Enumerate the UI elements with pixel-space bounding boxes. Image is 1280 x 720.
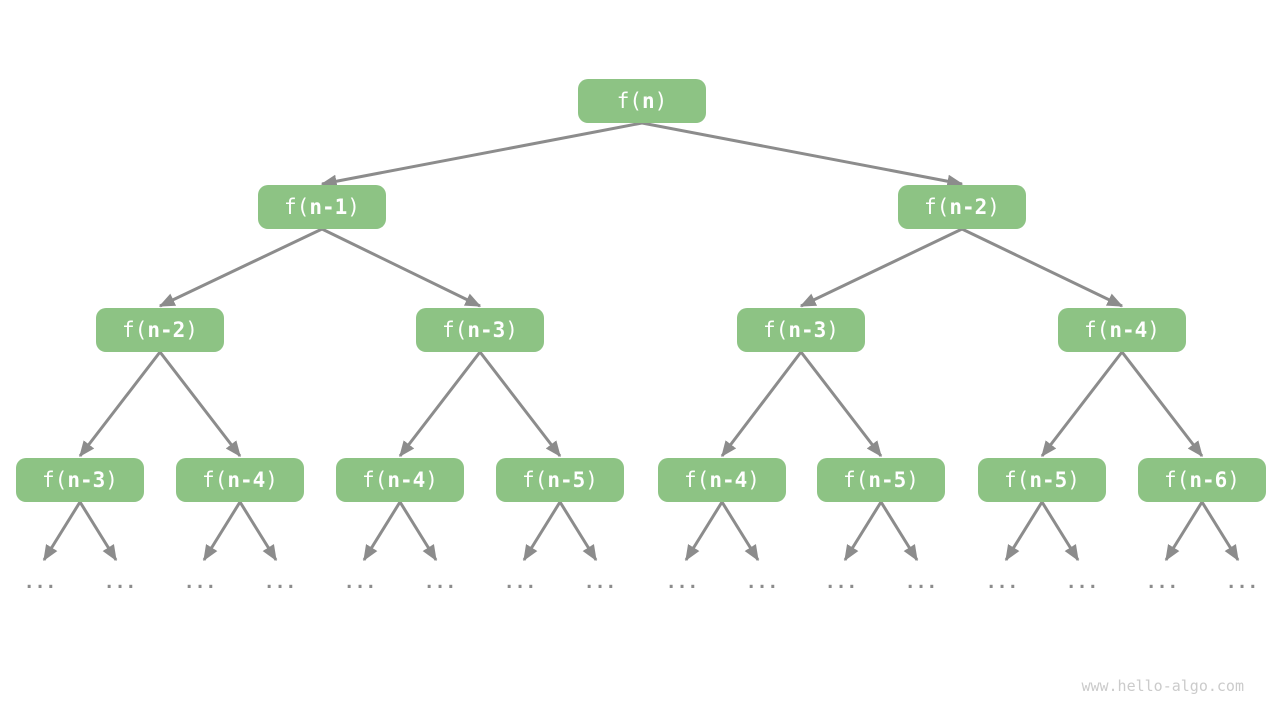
node-label: f(n-5) — [1004, 468, 1080, 492]
ellipsis-leaf: ... — [24, 572, 57, 593]
edge-arrow — [720, 501, 760, 562]
edge-arrow — [641, 121, 964, 188]
node-label: f(n) — [617, 89, 668, 113]
ellipsis-leaf: ... — [1226, 572, 1259, 593]
edge-arrow — [478, 351, 562, 458]
edge-arrow — [684, 501, 724, 562]
edge-arrow — [558, 501, 598, 562]
edge-arrow — [78, 351, 162, 458]
tree-node: f(n-5) — [817, 458, 945, 502]
node-box — [176, 458, 304, 502]
node-box — [1138, 458, 1266, 502]
tree-node: f(n-3) — [737, 308, 865, 352]
edge-arrow — [879, 501, 919, 562]
tree-node: f(n-4) — [336, 458, 464, 502]
tree-node: f(n-6) — [1138, 458, 1266, 502]
edge-arrow — [158, 227, 323, 308]
ellipsis-leaf: ... — [184, 572, 217, 593]
tree-node: f(n-2) — [96, 308, 224, 352]
tree-node: f(n-4) — [658, 458, 786, 502]
node-box — [496, 458, 624, 502]
node-label: f(n-4) — [684, 468, 760, 492]
tree-node: f(n-4) — [176, 458, 304, 502]
tree-node: f(n-3) — [416, 308, 544, 352]
tree-node: f(n-1) — [258, 185, 386, 229]
node-box — [416, 308, 544, 352]
edge-arrow — [843, 501, 883, 562]
tree-node: f(n-3) — [16, 458, 144, 502]
edge-arrow — [1040, 501, 1080, 562]
ellipsis-leaf: ... — [344, 572, 377, 593]
edge-arrow — [398, 501, 438, 562]
node-box — [96, 308, 224, 352]
node-label: f(n-3) — [763, 318, 839, 342]
watermark-text: www.hello-algo.com — [1081, 677, 1244, 695]
tree-node: f(n-5) — [496, 458, 624, 502]
edge-arrow — [799, 227, 963, 308]
edge-arrow — [1164, 501, 1204, 562]
ellipsis-leaf: ... — [666, 572, 699, 593]
ellipsis-leaf: ... — [1146, 572, 1179, 593]
node-label: f(n-2) — [122, 318, 198, 342]
node-label: f(n-4) — [362, 468, 438, 492]
edge-arrow — [78, 501, 118, 562]
tree-edges — [78, 121, 1204, 458]
edge-arrow — [720, 351, 803, 458]
edge-arrow — [42, 501, 82, 562]
tree-node: f(n-5) — [978, 458, 1106, 502]
node-box — [658, 458, 786, 502]
ellipsis-leaf: ... — [504, 572, 537, 593]
node-label: f(n-2) — [924, 195, 1000, 219]
edge-arrow — [398, 351, 482, 458]
node-label: f(n-1) — [284, 195, 360, 219]
tree-node: f(n-4) — [1058, 308, 1186, 352]
node-box — [336, 458, 464, 502]
node-box — [1058, 308, 1186, 352]
edge-arrow — [158, 351, 242, 458]
ellipsis-leaves: ... ... ... ... ... ... ... ... ... ... … — [24, 572, 1259, 593]
edge-arrow — [1004, 501, 1044, 562]
edge-arrow — [799, 351, 883, 458]
node-box — [737, 308, 865, 352]
edge-arrow — [320, 121, 643, 188]
node-box — [978, 458, 1106, 502]
edge-arrow — [1040, 351, 1124, 458]
ellipsis-leaf: ... — [424, 572, 457, 593]
ellipsis-leaf: ... — [986, 572, 1019, 593]
edge-arrow — [1200, 501, 1240, 562]
edge-arrow — [522, 501, 562, 562]
node-box — [898, 185, 1026, 229]
node-label: f(n-5) — [843, 468, 919, 492]
edge-arrow — [362, 501, 402, 562]
edge-arrow — [321, 227, 482, 308]
edge-arrow — [1120, 351, 1204, 458]
node-label: f(n-4) — [202, 468, 278, 492]
node-box — [817, 458, 945, 502]
ellipsis-leaf: ... — [104, 572, 137, 593]
tree-nodes: f(n) f(n-1) f(n-2) f(n-2) f(n-3) f(n-3) … — [16, 79, 1266, 502]
edge-arrow — [961, 227, 1124, 308]
node-label: f(n-6) — [1164, 468, 1240, 492]
node-box — [258, 185, 386, 229]
node-box — [16, 458, 144, 502]
edge-arrow — [202, 501, 242, 562]
edge-arrow — [238, 501, 278, 562]
node-label: f(n-4) — [1084, 318, 1160, 342]
node-box — [578, 79, 706, 123]
ellipsis-leaf: ... — [825, 572, 858, 593]
tree-node: f(n-2) — [898, 185, 1026, 229]
tree-node: f(n) — [578, 79, 706, 123]
node-label: f(n-5) — [522, 468, 598, 492]
node-label: f(n-3) — [42, 468, 118, 492]
ellipsis-leaf: ... — [264, 572, 297, 593]
ellipsis-leaf: ... — [746, 572, 779, 593]
leaf-edges — [42, 501, 1240, 562]
ellipsis-leaf: ... — [905, 572, 938, 593]
ellipsis-leaf: ... — [584, 572, 617, 593]
ellipsis-leaf: ... — [1066, 572, 1099, 593]
node-label: f(n-3) — [442, 318, 518, 342]
